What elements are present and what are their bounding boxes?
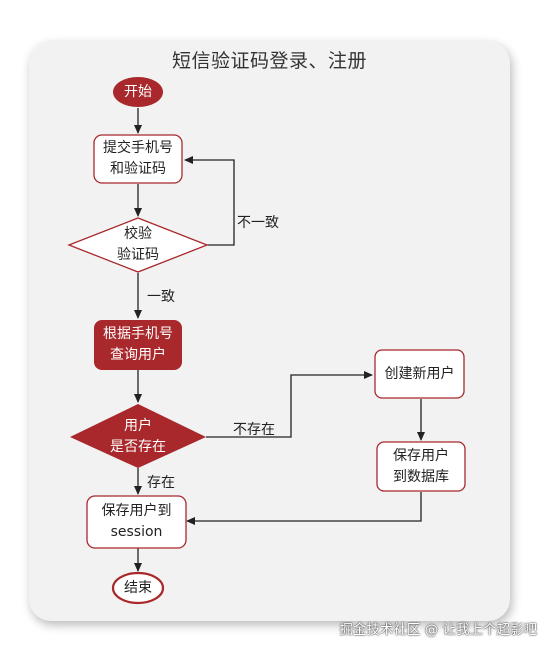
edges xyxy=(134,108,425,572)
save-session-node-label: 保存用户到 session xyxy=(101,503,172,540)
verify-node-shape xyxy=(67,217,209,273)
save-db-node-shape xyxy=(376,441,466,492)
end-node-shape xyxy=(111,571,165,605)
edge-label-exists: 存在 xyxy=(147,475,175,491)
edge-savedb-to-session xyxy=(186,492,422,525)
submit-node-label: 提交手机号 和验证码 xyxy=(103,140,173,177)
create-user-node-label: 创建新用户 xyxy=(384,365,455,382)
decision-node-shape xyxy=(70,404,206,468)
start-node-shape xyxy=(113,77,163,107)
edge-decision-not-exists xyxy=(206,371,373,438)
edge-label-mismatch: 不一致 xyxy=(237,215,279,231)
save-db-node-label: 保存用户 到数据库 xyxy=(393,447,449,485)
verify-node-label: 校验 验证码 xyxy=(117,226,159,263)
create-user-node-shape xyxy=(374,349,465,399)
save-session-node-shape xyxy=(86,495,187,549)
diagram-title: 短信验证码登录、注册 xyxy=(171,50,367,72)
query-node-shape xyxy=(94,320,182,370)
end-node-label: 结束 xyxy=(124,579,152,596)
watermark: 掘金技术社区 @ 让我上个超影吧 xyxy=(339,622,537,638)
query-node-label: 根据手机号 查询用户 xyxy=(103,326,173,363)
start-node-label: 开始 xyxy=(124,83,152,100)
edge-label-match: 一致 xyxy=(147,289,175,305)
edge-label-not-exists: 不存在 xyxy=(233,422,275,438)
decision-node-label: 用户 是否存在 xyxy=(110,418,166,455)
edge-verify-mismatch-loop xyxy=(184,156,235,246)
submit-node-shape xyxy=(93,134,183,184)
